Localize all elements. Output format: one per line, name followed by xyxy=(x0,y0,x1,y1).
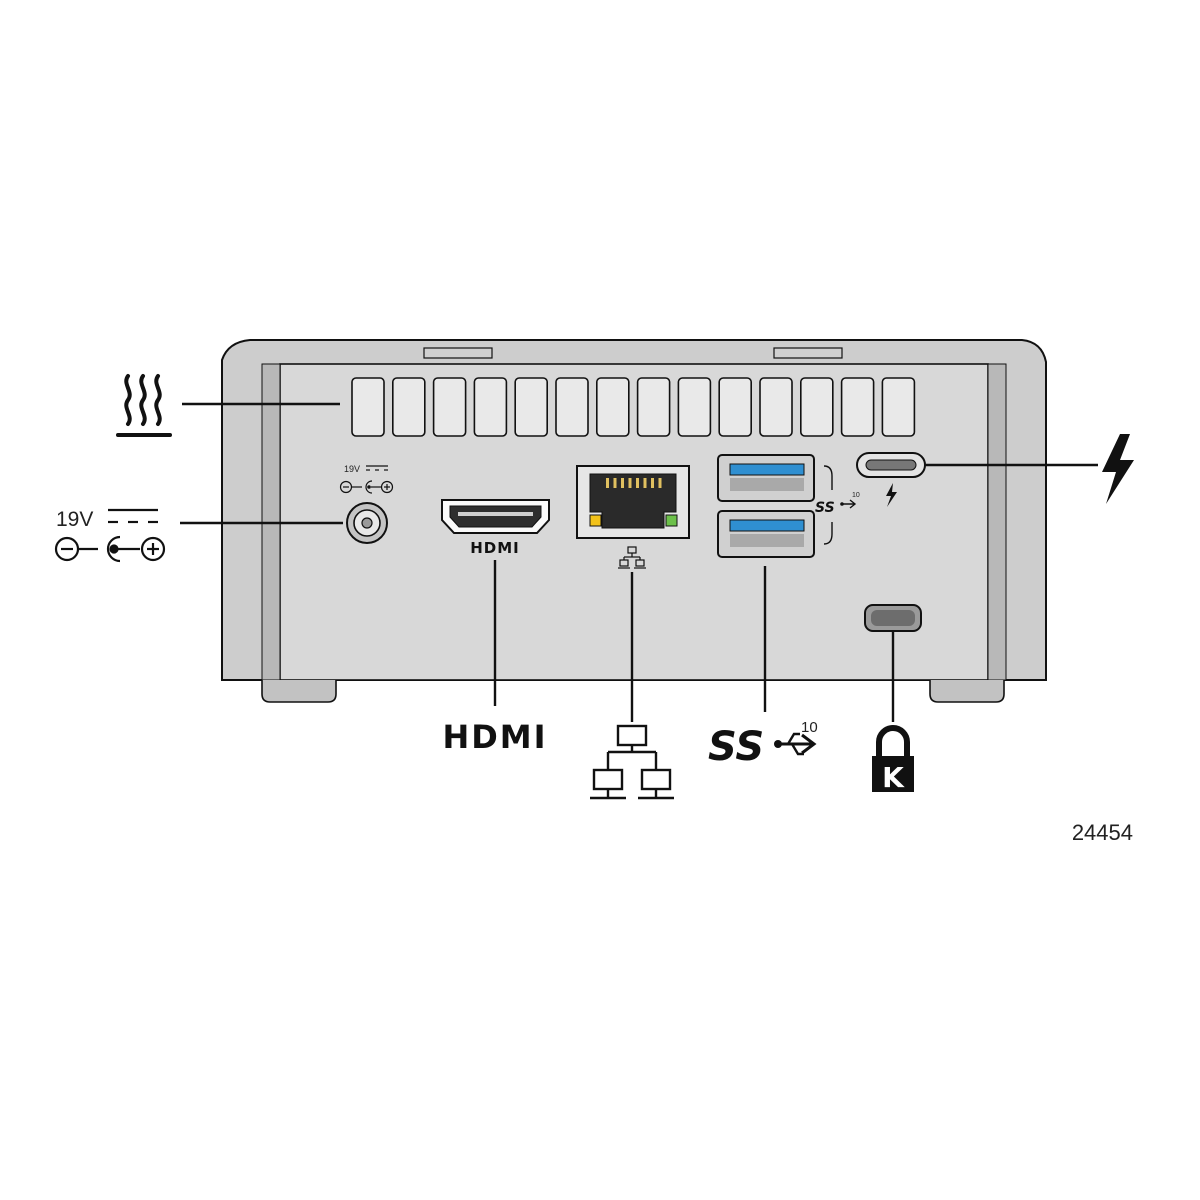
vent-slot xyxy=(391,377,426,437)
network-icon xyxy=(590,724,674,800)
rj45-pin xyxy=(621,478,624,488)
figure-number: 24454 xyxy=(1072,820,1133,845)
rj45-pin xyxy=(658,478,662,488)
vent-slot xyxy=(432,377,467,437)
superspeed-usb-icon-small: SS 10 xyxy=(815,492,860,516)
network-icon-small xyxy=(618,546,646,569)
dc-power-polarity-icon: 19V xyxy=(54,508,166,563)
usb-speed-panel-label: 10 xyxy=(852,492,860,499)
vent-slot xyxy=(799,377,834,437)
vent-slot xyxy=(636,377,671,437)
vent-slot xyxy=(473,377,508,437)
lock-letter: K xyxy=(882,761,905,794)
hdmi-logo-icon: HDMI xyxy=(442,718,547,756)
heat-waves-icon xyxy=(116,374,172,437)
usb-port-top xyxy=(717,454,815,502)
rj45-pin xyxy=(643,478,647,488)
power-polarity-icon: 19V xyxy=(339,464,394,494)
rj45-pin xyxy=(613,478,617,488)
usb-port-bottom xyxy=(717,510,815,558)
vent-slot xyxy=(677,377,712,437)
hdmi-port: HDMI xyxy=(441,499,550,557)
power-voltage-label: 19V xyxy=(56,508,93,531)
thunderbolt-icon xyxy=(1102,434,1134,504)
rj45-pin xyxy=(636,478,639,488)
dc-power-jack xyxy=(346,502,388,544)
vent-slot xyxy=(759,377,793,437)
thunderbolt-port xyxy=(856,452,926,478)
kensington-lock-icon: K xyxy=(872,725,914,794)
rj45-pin xyxy=(628,478,632,488)
kensington-lock-slot xyxy=(864,604,922,632)
vent-slot xyxy=(718,377,753,437)
thunderbolt-icon-small xyxy=(886,483,897,507)
rj45-pin xyxy=(606,478,609,488)
power-voltage-label-small: 19V xyxy=(344,464,360,474)
vent-slot xyxy=(555,377,589,437)
vent-slot xyxy=(840,377,875,437)
vent-slot xyxy=(595,377,630,437)
usb-speed-callout-label: 10 xyxy=(801,719,818,736)
vent-slot xyxy=(881,377,916,437)
usb-panel-label: SS xyxy=(815,500,835,516)
superspeed-usb-icon: SS 10 xyxy=(708,719,818,770)
rj45-pin xyxy=(651,478,654,488)
vent-slot xyxy=(514,377,549,437)
hdmi-panel-label: HDMI xyxy=(470,539,520,557)
usb-bracket xyxy=(823,465,833,545)
usb-callout-label: SS xyxy=(708,724,764,770)
air-vents xyxy=(351,377,916,437)
vent-slot xyxy=(351,377,385,437)
ethernet-port xyxy=(576,465,690,539)
leader-lines xyxy=(180,402,1098,722)
